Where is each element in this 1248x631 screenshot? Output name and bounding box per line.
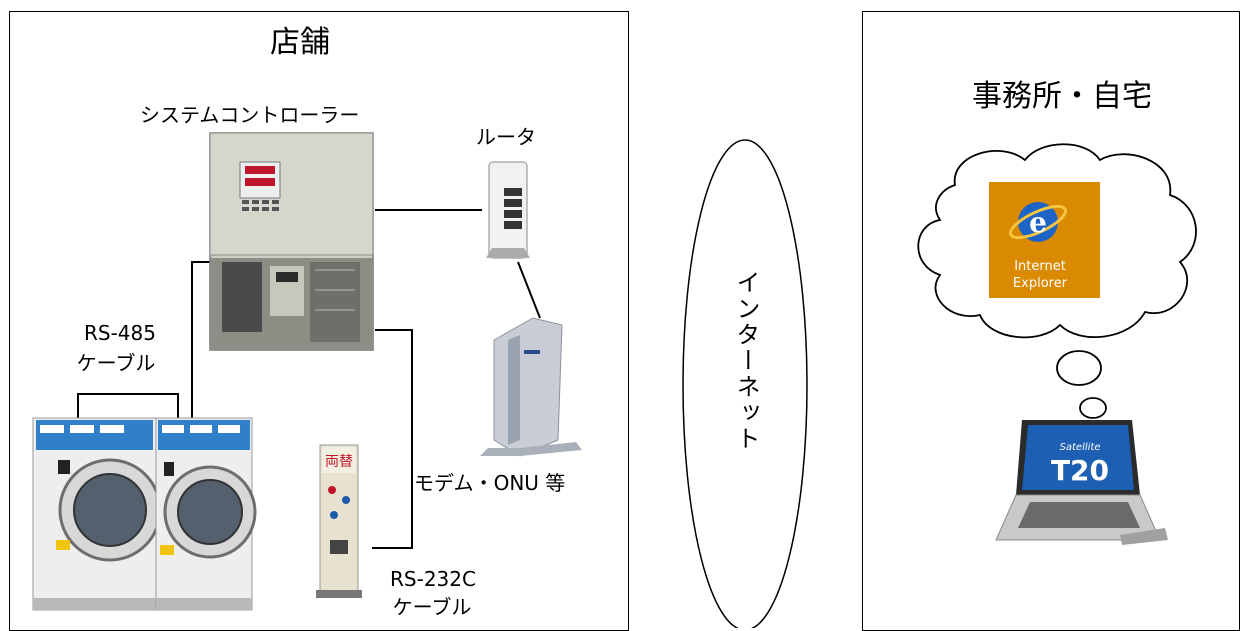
cables — [77, 209, 541, 549]
ie-label-line2: Explorer — [1013, 276, 1068, 291]
internet-explorer-icon: e Internet Explorer — [989, 182, 1100, 298]
coin-changer-image: 両替 — [316, 444, 362, 598]
internet-ellipse — [682, 139, 808, 628]
router-image — [486, 161, 530, 259]
controller-washer-cable — [191, 261, 210, 420]
system-controller-label: システムコントローラー — [140, 103, 360, 127]
modem-image — [480, 317, 582, 457]
rs232c-cable — [372, 329, 413, 549]
washer-right-image — [155, 417, 257, 611]
laptop-brand: Satellite — [1060, 442, 1101, 453]
modem-label: モデム・ONU 等 — [414, 471, 566, 495]
system-controller-image — [209, 132, 374, 351]
laptop-image: Satellite T20 — [995, 420, 1168, 545]
rs485-label-line1: RS-485 — [84, 321, 156, 345]
rs485-label-line2: ケーブル — [76, 351, 156, 375]
rs232c-label-line1: RS-232C — [390, 567, 476, 591]
store-title: 店舗 — [270, 25, 330, 60]
svg-text:e: e — [1029, 206, 1047, 239]
washer-left-image — [32, 417, 162, 611]
changer-sign: 両替 — [325, 454, 353, 470]
rs485-cable — [77, 393, 179, 418]
internet-label: インターネット — [732, 270, 760, 452]
laptop-model: T20 — [1051, 454, 1109, 487]
router-label: ルータ — [476, 125, 536, 149]
rs232c-label-line2: ケーブル — [392, 595, 472, 619]
router-modem-cable — [517, 261, 541, 319]
ie-label-line1: Internet — [1014, 259, 1066, 274]
office-title: 事務所・自宅 — [972, 79, 1152, 114]
